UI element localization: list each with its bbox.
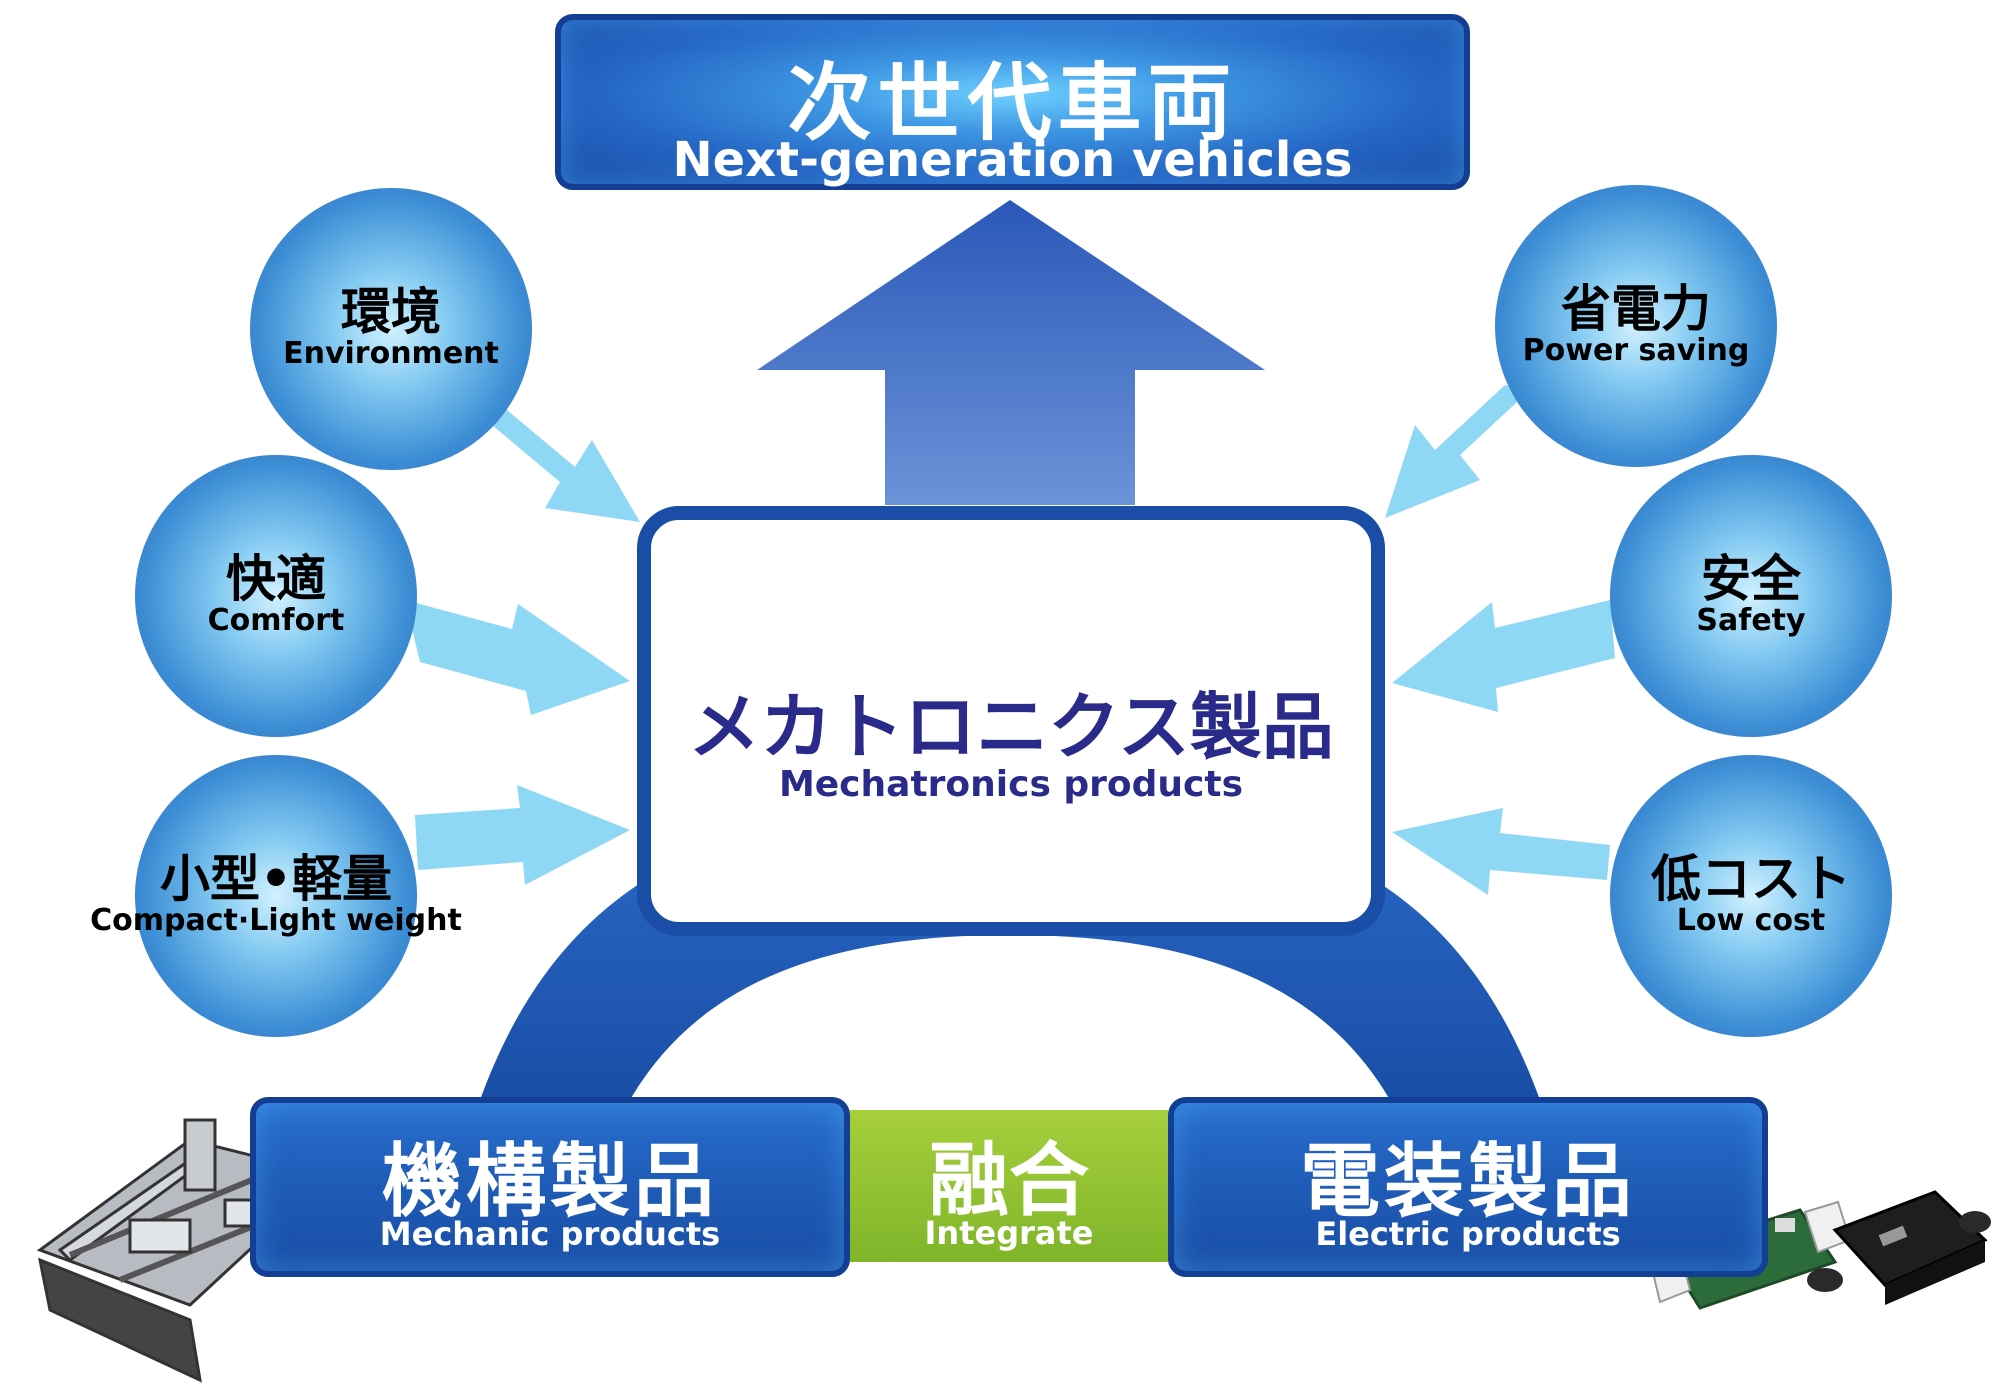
circle-power-saving: 省電力 Power saving xyxy=(1495,185,1777,467)
mechanical-seat-frame-image xyxy=(36,1118,334,1383)
electric-products-box: 電装製品 Electric products xyxy=(1168,1097,1768,1277)
circle-low-cost-jp: 低コスト xyxy=(1651,850,1851,908)
circle-safety: 安全 Safety xyxy=(1610,455,1892,737)
mechanic-products-en: Mechanic products xyxy=(379,1215,721,1253)
electric-products-jp: 電装製品 xyxy=(1300,1135,1636,1228)
electric-products-en: Electric products xyxy=(1315,1215,1621,1253)
circle-low-cost: 低コスト Low cost xyxy=(1610,755,1892,1037)
mechanic-products-jp: 機構製品 xyxy=(382,1135,718,1228)
circle-environment: 環境 Environment xyxy=(250,188,532,470)
mechanic-products-box: 機構製品 Mechanic products xyxy=(250,1097,850,1277)
arrow-comfort xyxy=(405,600,630,715)
circle-comfort: 快適 Comfort xyxy=(135,455,417,737)
next-generation-vehicles-en: Next-generation vehicles xyxy=(672,132,1353,188)
next-generation-vehicles-jp: 次世代車両 xyxy=(787,54,1238,152)
integrate-jp: 融合 xyxy=(929,1134,1089,1227)
mechatronics-products-box: メカトロニクス製品 Mechatronics products xyxy=(637,506,1385,936)
circle-compact-light-weight: 小型•軽量 Compact·Light weight xyxy=(90,755,462,1037)
circle-comfort-jp: 快適 xyxy=(226,550,326,608)
next-generation-vehicles-box: 次世代車両 Next-generation vehicles xyxy=(555,14,1470,190)
circle-safety-jp: 安全 xyxy=(1701,550,1801,608)
arrow-power-saving xyxy=(1385,385,1530,518)
arrow-compact xyxy=(415,785,630,885)
mechatronics-products-jp: メカトロニクス製品 xyxy=(688,685,1334,769)
arrow-environment xyxy=(480,400,640,522)
circle-environment-jp: 環境 xyxy=(341,283,441,341)
arrow-safety xyxy=(1392,600,1615,712)
circle-environment-en: Environment xyxy=(283,336,499,371)
circle-power-saving-en: Power saving xyxy=(1522,333,1750,368)
up-arrow xyxy=(757,200,1265,505)
mechatronics-products-en: Mechatronics products xyxy=(778,764,1244,805)
integrate-box: 融合 Integrate xyxy=(850,1110,1168,1262)
ecu-module-image xyxy=(1807,1190,1991,1305)
arrow-low-cost xyxy=(1392,808,1610,895)
circle-comfort-en: Comfort xyxy=(207,603,345,638)
circle-power-saving-jp: 省電力 xyxy=(1561,280,1711,338)
integrate-en: Integrate xyxy=(924,1214,1094,1252)
circle-low-cost-en: Low cost xyxy=(1676,903,1826,938)
circle-compact-jp: 小型•軽量 xyxy=(160,850,392,908)
circle-safety-en: Safety xyxy=(1696,603,1806,638)
circle-compact-en: Compact·Light weight xyxy=(90,903,462,938)
